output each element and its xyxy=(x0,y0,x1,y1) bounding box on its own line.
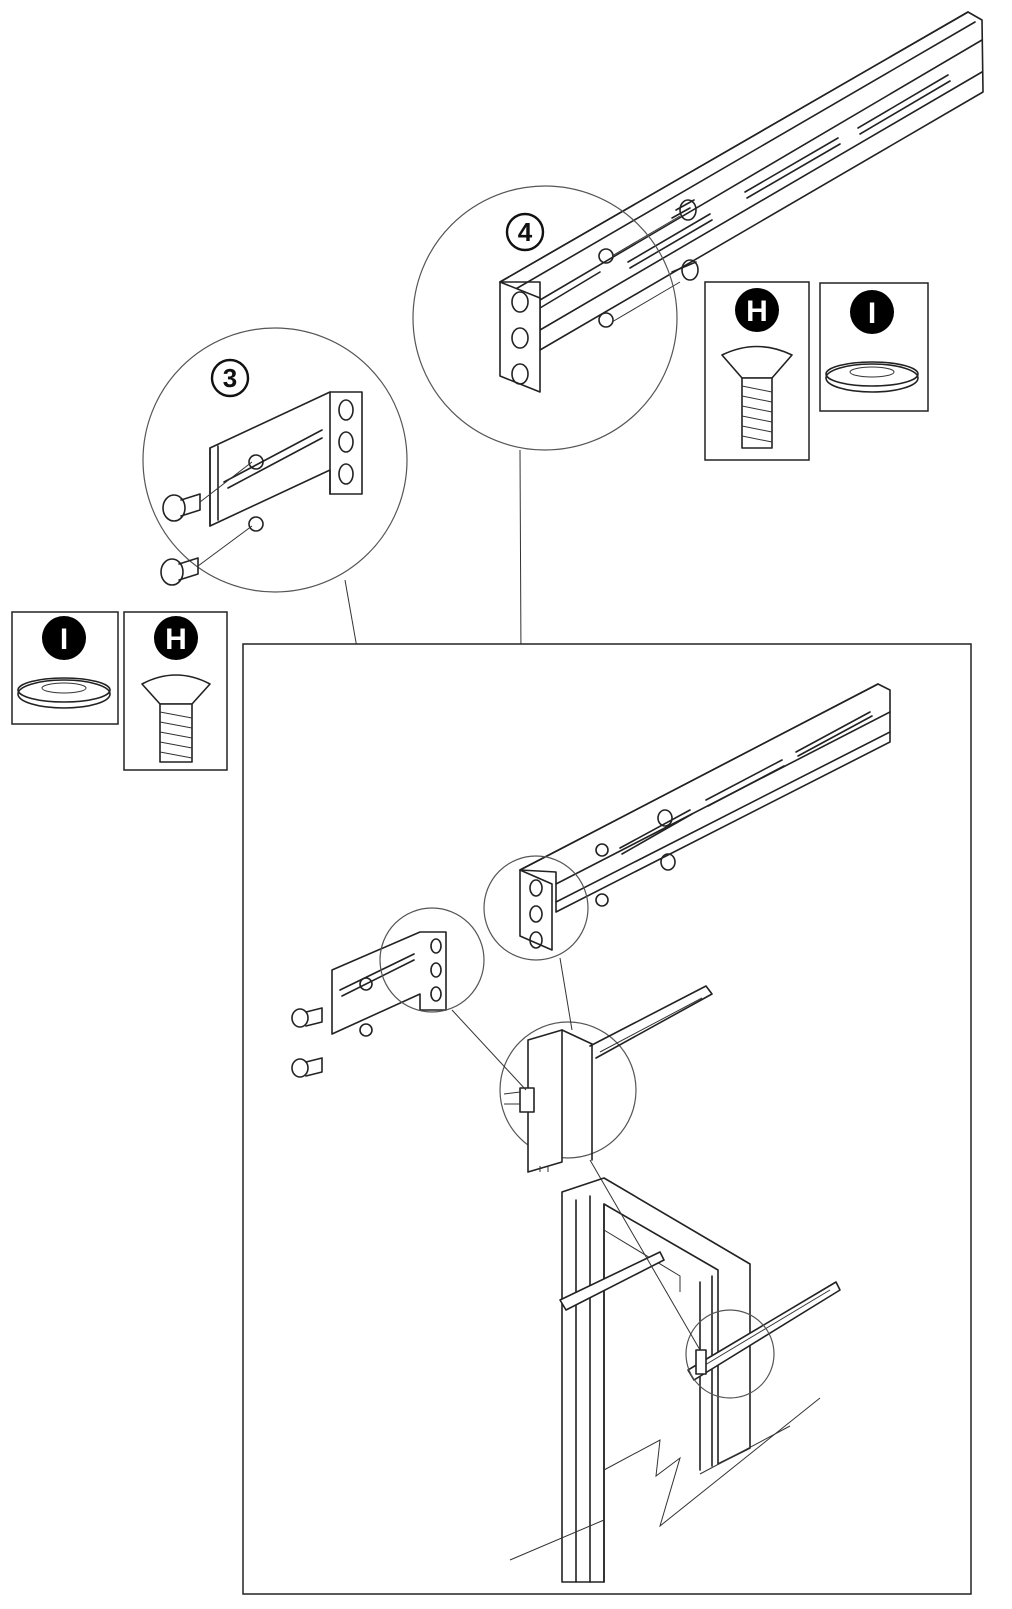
zoom-circle-post xyxy=(499,1021,637,1159)
washer-icon xyxy=(17,677,111,709)
step-4-marker: 4 xyxy=(505,212,545,252)
assembly-overview xyxy=(242,643,972,1595)
flat-head-screw-icon xyxy=(141,674,211,763)
svg-text:H: H xyxy=(746,295,768,328)
flat-head-screw-icon xyxy=(160,525,253,586)
svg-text:4: 4 xyxy=(518,217,533,247)
zoom-circle-rail-front xyxy=(483,855,589,961)
svg-text:I: I xyxy=(868,297,876,330)
washer-icon xyxy=(825,361,919,393)
zoom-circle-step4 xyxy=(412,185,678,451)
hardware-washer-box-left: I xyxy=(11,611,119,725)
assembly-frame xyxy=(242,643,972,1595)
hardware-screw-box-top: H xyxy=(704,281,810,461)
svg-text:H: H xyxy=(165,623,187,656)
svg-text:I: I xyxy=(60,623,68,656)
zoom-circle-bracket xyxy=(379,907,485,1013)
rack-frame xyxy=(509,1159,841,1583)
flat-head-screw-icon xyxy=(162,461,253,522)
hardware-washer-box-top: I xyxy=(819,282,929,412)
zoom-circle-step3 xyxy=(142,327,408,593)
rail-detail-step4: 4 xyxy=(412,11,984,871)
zoom-circle-rack-post xyxy=(685,1309,775,1399)
flat-head-screw-icon xyxy=(721,345,793,449)
hardware-screw-box-left: H xyxy=(123,611,228,771)
svg-text:3: 3 xyxy=(223,363,237,393)
bracket-detail-step3: 3 xyxy=(142,327,408,921)
